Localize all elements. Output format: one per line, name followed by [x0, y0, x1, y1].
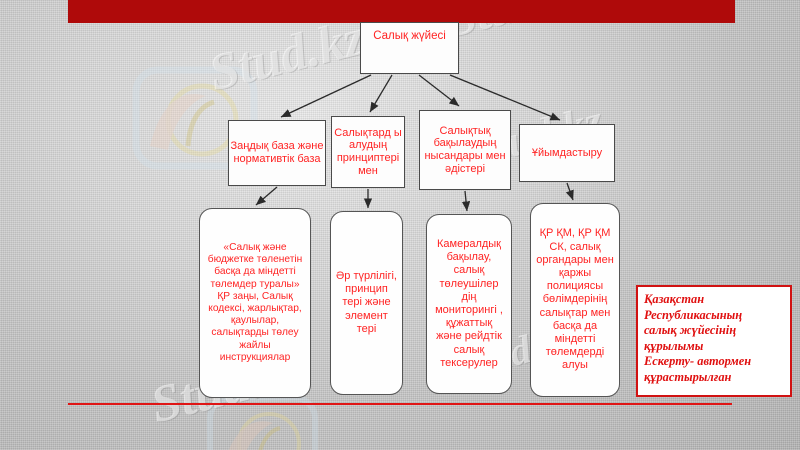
- node-level1-principles[interactable]: Салықтард ы алудың принциптері мен: [331, 116, 405, 188]
- node-label: Ұйымдастыру: [531, 146, 603, 159]
- node-level1-legal-base[interactable]: Заңдық база және нормативтік база: [228, 120, 326, 186]
- note-line: Республикасының: [644, 307, 743, 322]
- node-root[interactable]: Салық жүйесі: [360, 22, 459, 74]
- node-level2-bodies[interactable]: ҚР ҚМ, ҚР ҚМ СК, салық органдары мен қар…: [530, 203, 620, 397]
- note-line: Қазақстан: [644, 292, 705, 306]
- node-level2-principles-elements[interactable]: Әр түрлілігі, принцип тері және элемент …: [330, 211, 403, 395]
- node-label: Салықтард ы алудың принциптері мен: [334, 126, 402, 177]
- node-level1-organization[interactable]: Ұйымдастыру: [519, 124, 615, 182]
- note-line: Ескерту- автормен: [644, 354, 752, 368]
- node-label: Әр түрлілігі, принцип тері және элемент …: [336, 270, 397, 335]
- node-label: Камералдық бақылау, салық төлеушілер дің…: [435, 238, 503, 369]
- note-line: құрылымы: [644, 338, 704, 353]
- note-line: салық жүйесінің: [644, 323, 737, 337]
- node-root-label: Салық жүйесі: [373, 30, 446, 42]
- node-level2-audits[interactable]: Камералдық бақылау, салық төлеушілер дің…: [426, 214, 512, 394]
- top-red-banner: [68, 0, 735, 23]
- node-level1-control-forms[interactable]: Салықтық бақылаудың нысандары мен әдісте…: [419, 110, 511, 190]
- node-label: Заңдық база және нормативтік база: [230, 140, 324, 165]
- node-level2-legal-acts[interactable]: «Салық және бюджетке төленетін басқа да …: [199, 208, 311, 398]
- note-box: Қазақстан Республикасының салық жүйесіні…: [636, 285, 792, 397]
- node-label: «Салық және бюджетке төленетін басқа да …: [207, 241, 303, 363]
- bottom-red-rule: [68, 403, 732, 405]
- note-line: құрастырылған: [644, 369, 732, 384]
- node-label: Салықтық бақылаудың нысандары мен әдісте…: [424, 124, 506, 175]
- node-label: ҚР ҚМ, ҚР ҚМ СК, салық органдары мен қар…: [536, 227, 614, 372]
